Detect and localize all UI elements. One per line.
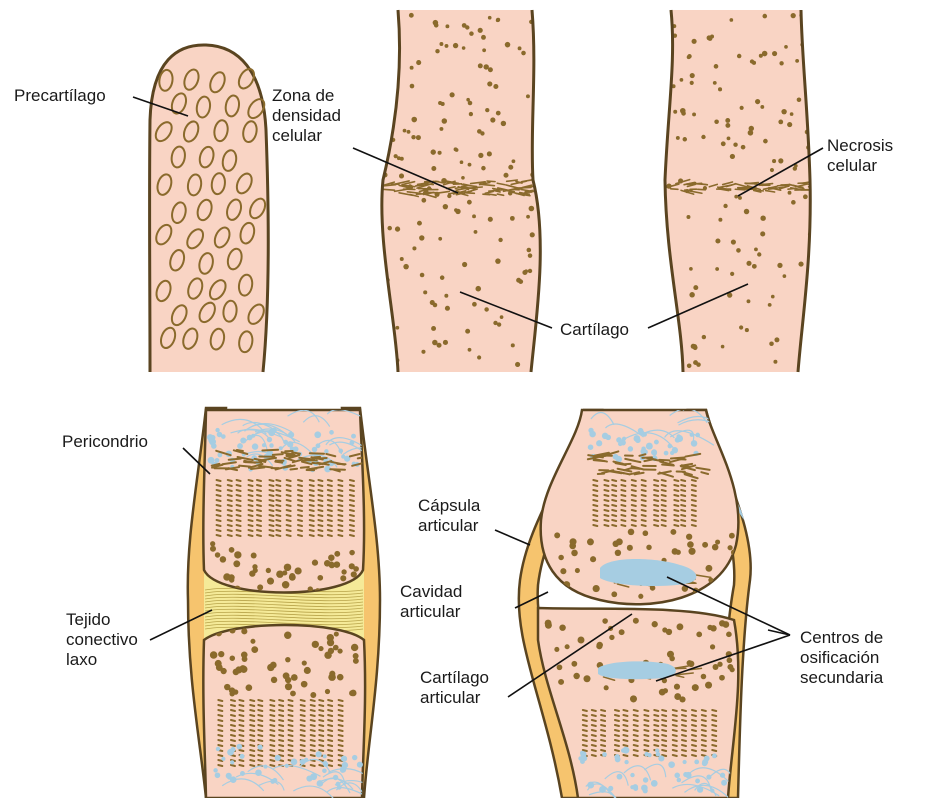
cell-density-panel: [381, 10, 554, 372]
label-cartilage: Cartílago: [560, 320, 629, 340]
precartilage-panel: [150, 45, 269, 372]
cartilage-body-b: [382, 10, 540, 372]
perichondrium-panel: [188, 405, 392, 798]
synovial-joint-panel: [519, 407, 751, 798]
label-perichondrium: Pericondrio: [62, 432, 148, 452]
secondary-ossification-center-lower: [598, 661, 676, 679]
label-precartilage: Precartílago: [14, 86, 106, 106]
